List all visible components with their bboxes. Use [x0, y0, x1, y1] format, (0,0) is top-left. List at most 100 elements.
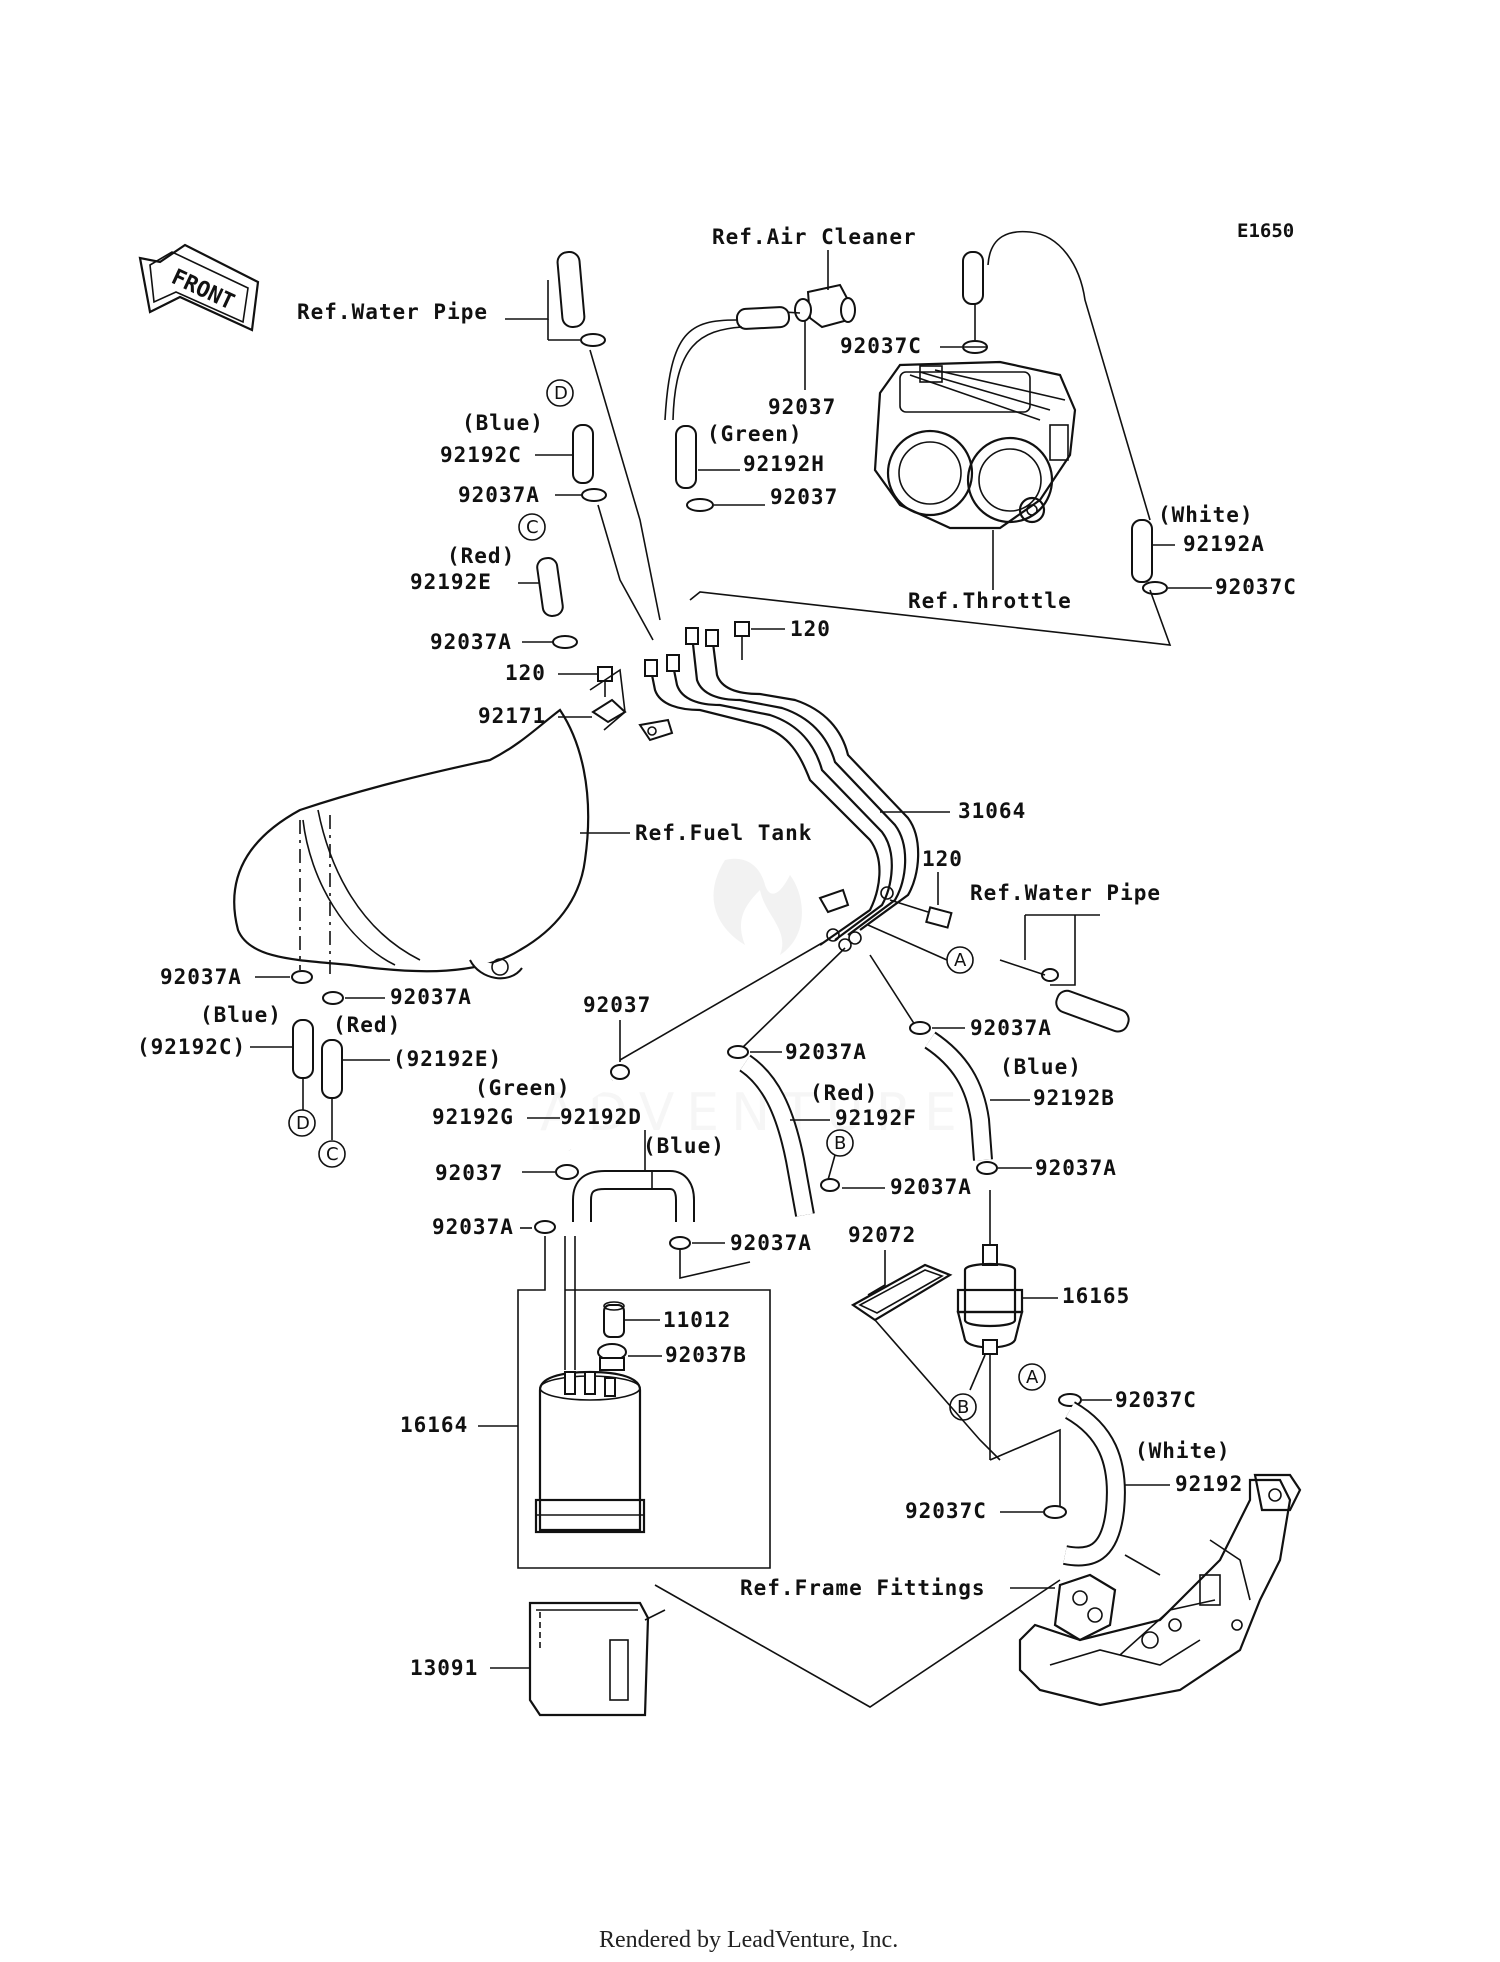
clamp-92037A-low4 — [669, 1236, 691, 1250]
label-13091: 13091 — [410, 1656, 478, 1680]
svg-text:D: D — [296, 1113, 310, 1134]
label-92037C-top: 92037C — [840, 334, 922, 358]
ref-air-cleaner-label: Ref.Air Cleaner — [712, 225, 917, 249]
ref-frame-fittings-label: Ref.Frame Fittings — [740, 1576, 986, 1600]
clamp-92037A-left2 — [322, 991, 344, 1005]
watermark: ADVENTURE — [540, 858, 969, 1143]
clamp-92037A-low3 — [820, 1178, 840, 1192]
circle-ref-A-low: A — [1018, 1363, 1046, 1391]
label-92037-low: 92037 — [435, 1161, 503, 1185]
svg-text:D: D — [554, 383, 568, 404]
color-red-mid: (Red) — [810, 1081, 878, 1105]
label-92037C-white: 92037C — [1215, 575, 1297, 599]
clamp-92037-low — [555, 1164, 579, 1180]
watermark-text: ADVENTURE — [540, 1083, 969, 1143]
label-92037A-left2: 92037A — [390, 985, 472, 1009]
clamp-92037C-white — [1142, 581, 1168, 595]
color-white-top: (White) — [1158, 503, 1254, 527]
clamp-92037A-mid — [727, 1045, 749, 1059]
label-31064: 31064 — [958, 799, 1026, 823]
fuel-filter-16165 — [956, 1190, 1024, 1355]
color-green-top: (Green) — [707, 422, 803, 446]
bolt-120-b — [597, 666, 613, 697]
color-blue-right: (Blue) — [1000, 1055, 1082, 1079]
clamp-92037A-low1 — [534, 1220, 556, 1234]
color-blue-top: (Blue) — [462, 411, 544, 435]
circle-ref-A-mid: A — [946, 946, 974, 974]
circle-ref-D-top: D — [546, 379, 574, 407]
label-92037-aircleaner: 92037 — [768, 395, 836, 419]
throttle-body — [873, 360, 1077, 530]
label-92192C-paren: (92192C) — [137, 1035, 246, 1059]
fuel-tank — [233, 708, 590, 980]
air-cleaner-fitting — [794, 250, 856, 329]
label-92192C: 92192C — [440, 443, 522, 467]
svg-text:C: C — [326, 1144, 339, 1165]
bolt-120-a — [734, 621, 750, 660]
label-92037A-low2: 92037A — [1035, 1156, 1117, 1180]
clamp-92037A-1 — [581, 488, 607, 502]
label-92037A-2: 92037A — [430, 630, 512, 654]
label-16164: 16164 — [400, 1413, 468, 1437]
label-120-a: 120 — [790, 617, 831, 641]
label-92192B: 92192B — [1033, 1086, 1115, 1110]
clamp-92037A-left — [291, 970, 313, 984]
label-92037C-low2: 92037C — [905, 1499, 987, 1523]
label-120-c: 120 — [922, 847, 963, 871]
label-92192A: 92192A — [1183, 532, 1265, 556]
label-92192H: 92192H — [743, 452, 825, 476]
clamp-92037-mid — [610, 1064, 630, 1080]
color-white-bottom: (White) — [1135, 1439, 1231, 1463]
label-92037A-right: 92037A — [970, 1016, 1052, 1040]
circle-ref-B-low: B — [949, 1393, 977, 1421]
label-92037A-left: 92037A — [160, 965, 242, 989]
label-11012: 11012 — [663, 1308, 731, 1332]
svg-text:A: A — [954, 950, 967, 971]
label-92192: 92192 — [1175, 1472, 1243, 1496]
strap-92072 — [850, 1263, 953, 1322]
clamp-92037A-2 — [552, 635, 578, 649]
circle-ref-C-bottom: C — [318, 1140, 346, 1168]
clamp-92037-green — [686, 498, 714, 512]
tube-bundle-31064 — [638, 627, 920, 952]
ref-water-pipe-mid-label: Ref.Water Pipe — [970, 881, 1161, 905]
color-blue-mid: (Blue) — [643, 1134, 725, 1158]
front-arrow-icon: FRONT — [138, 243, 260, 332]
label-92171: 92171 — [478, 704, 546, 728]
frame-fittings — [1018, 1473, 1302, 1707]
ref-throttle-label: Ref.Throttle — [908, 589, 1072, 613]
label-16165: 16165 — [1062, 1284, 1130, 1308]
svg-text:A: A — [1026, 1367, 1039, 1388]
label-92037-green: 92037 — [770, 485, 838, 509]
ref-fuel-tank-label: Ref.Fuel Tank — [635, 821, 812, 845]
label-92192D: 92192D — [560, 1105, 642, 1129]
cap-11012 — [603, 1301, 625, 1338]
svg-text:C: C — [526, 517, 539, 538]
clamp-water-pipe-mid — [1041, 968, 1059, 982]
label-92037A-1: 92037A — [458, 483, 540, 507]
svg-text:B: B — [834, 1133, 846, 1154]
label-92037B: 92037B — [665, 1343, 747, 1367]
label-92037A-low1: 92037A — [432, 1215, 514, 1239]
clamp-92037A-low2 — [976, 1161, 998, 1175]
label-120-b: 120 — [505, 661, 546, 685]
clamp-92037A-right — [909, 1021, 931, 1035]
label-92192E-paren: (92192E) — [393, 1047, 502, 1071]
clamp-92037C-top — [962, 340, 988, 354]
canister-16164 — [534, 1370, 646, 1534]
label-92192F: 92192F — [835, 1106, 917, 1130]
color-red-top: (Red) — [447, 544, 515, 568]
clamp-92037B — [597, 1343, 627, 1371]
label-92037A-mid: 92037A — [785, 1040, 867, 1064]
label-92037A-low4: 92037A — [730, 1231, 812, 1255]
clamp-92171 — [591, 698, 627, 724]
ref-water-pipe-top-label: Ref.Water Pipe — [297, 300, 488, 324]
bolt-120-c — [889, 899, 953, 929]
color-green-mid: (Green) — [475, 1076, 571, 1100]
color-red-left: (Red) — [333, 1013, 401, 1037]
label-92192G: 92192G — [432, 1105, 514, 1129]
circle-ref-D-bottom: D — [288, 1109, 316, 1137]
diagram-code: E1650 — [1237, 220, 1294, 242]
bracket-13091 — [528, 1601, 666, 1717]
